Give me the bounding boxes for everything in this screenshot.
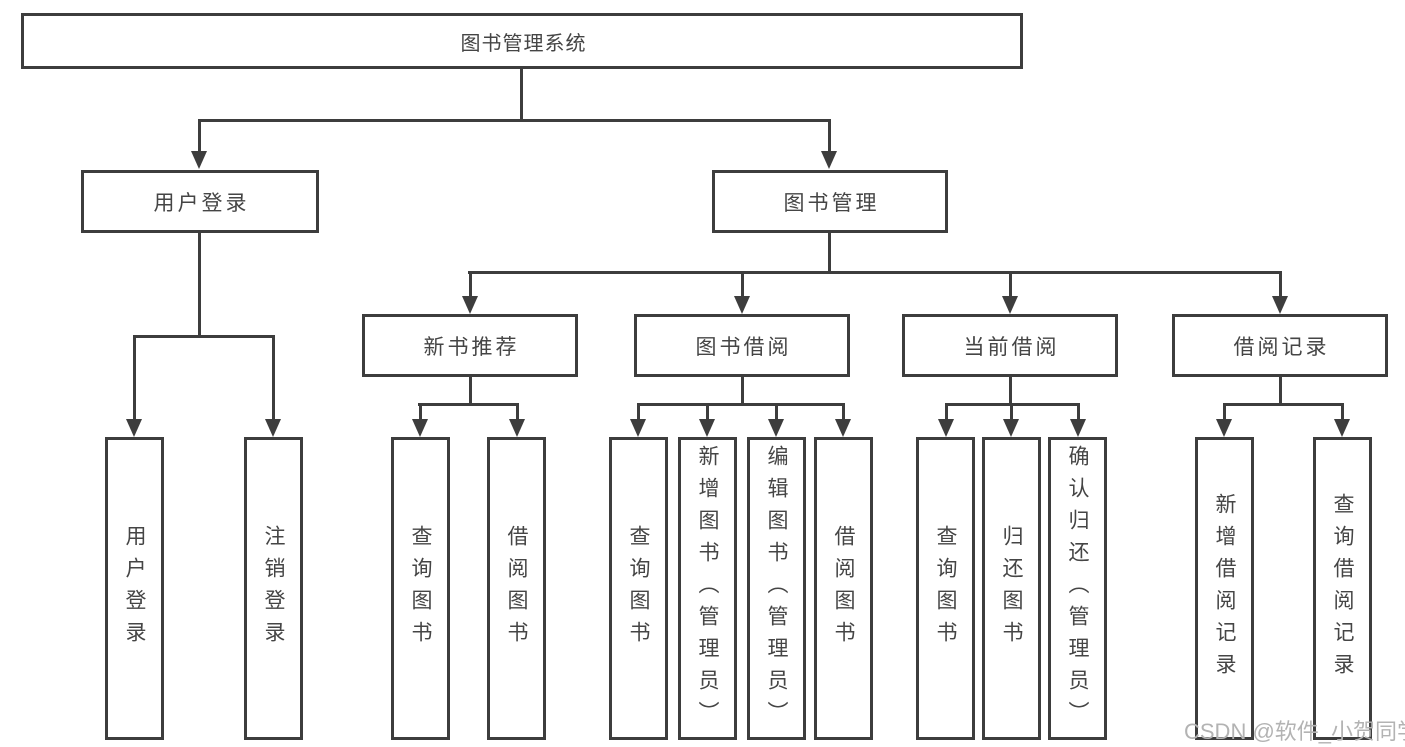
arrow-down-borrowing-borrow xyxy=(835,403,851,437)
connector-book-management-trunk xyxy=(828,233,831,273)
connector-book-management-branch xyxy=(468,271,1282,274)
connector-borrowing-branch xyxy=(637,403,845,406)
arrow-down-current-query xyxy=(938,403,954,437)
leaf-borrowing-query-books: 查询图书 xyxy=(609,437,668,740)
leaf-user-login: 用户登录 xyxy=(105,437,164,740)
leaf-edit-book-admin: 编辑图书（管理员） xyxy=(747,437,806,740)
connector-root-branch xyxy=(198,119,831,122)
leaf-newbook-query-books: 查询图书 xyxy=(391,437,450,740)
node-new-book-recommend: 新书推荐 xyxy=(362,314,578,377)
connector-user-login-trunk xyxy=(198,233,201,337)
arrow-down-to-book-borrowing xyxy=(734,271,750,314)
leaf-logout-login: 注销登录 xyxy=(244,437,303,740)
leaf-borrowing-borrow-books: 借阅图书 xyxy=(814,437,873,740)
connector-records-trunk xyxy=(1279,377,1282,405)
leaf-query-borrow-record: 查询借阅记录 xyxy=(1313,437,1372,740)
arrow-down-newbook-borrow xyxy=(509,403,525,437)
arrow-down-borrowing-edit xyxy=(768,403,784,437)
node-user-login: 用户登录 xyxy=(81,170,319,233)
connector-records-branch xyxy=(1223,403,1344,406)
leaf-confirm-return-admin: 确认归还（管理员） xyxy=(1048,437,1107,740)
connector-new-book-branch xyxy=(418,403,519,406)
connector-root-trunk xyxy=(520,69,523,119)
connector-current-trunk xyxy=(1009,377,1012,405)
connector-new-book-trunk xyxy=(469,377,472,405)
connector-user-login-branch xyxy=(133,335,275,338)
leaf-add-borrow-record: 新增借阅记录 xyxy=(1195,437,1254,740)
arrow-down-to-borrowing-records xyxy=(1272,271,1288,314)
arrow-down-records-add xyxy=(1216,403,1232,437)
node-book-borrowing: 图书借阅 xyxy=(634,314,850,377)
arrow-down-to-leaf-logout xyxy=(265,335,281,437)
leaf-return-book: 归还图书 xyxy=(982,437,1041,740)
arrow-down-to-book-management xyxy=(821,119,837,169)
arrow-down-to-current-borrowing xyxy=(1002,271,1018,314)
csdn-watermark: CSDN @软件_小贺同学 xyxy=(1184,719,1405,744)
connector-borrowing-trunk xyxy=(741,377,744,405)
leaf-add-book-admin: 新增图书（管理员） xyxy=(678,437,737,740)
arrow-down-current-confirm xyxy=(1070,403,1086,437)
node-book-management: 图书管理 xyxy=(712,170,948,233)
arrow-down-to-leaf-user-login xyxy=(126,335,142,437)
node-borrowing-records: 借阅记录 xyxy=(1172,314,1388,377)
node-library-management-system: 图书管理系统 xyxy=(21,13,1023,69)
arrow-down-to-new-book-recommend xyxy=(462,271,478,314)
node-current-borrowing: 当前借阅 xyxy=(902,314,1118,377)
leaf-current-query-books: 查询图书 xyxy=(916,437,975,740)
arrow-down-borrowing-add xyxy=(699,403,715,437)
arrow-down-records-query xyxy=(1334,403,1350,437)
arrow-down-to-user-login xyxy=(191,119,207,169)
leaf-newbook-borrow-books: 借阅图书 xyxy=(487,437,546,740)
arrow-down-newbook-query xyxy=(412,403,428,437)
arrow-down-current-return xyxy=(1003,403,1019,437)
arrow-down-borrowing-query xyxy=(630,403,646,437)
